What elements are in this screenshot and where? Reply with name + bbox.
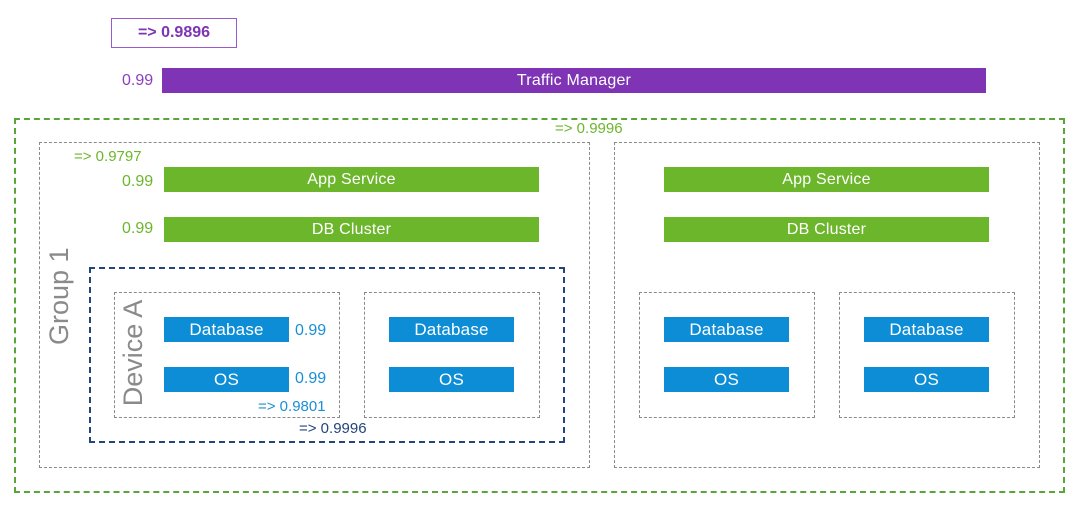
group1-cluster-result: => 0.9996	[299, 420, 367, 437]
group2-device-b-database-bar: Database	[864, 317, 989, 342]
group2-db-cluster-bar: DB Cluster	[664, 217, 989, 242]
group1-db-cluster-label: DB Cluster	[311, 220, 392, 238]
group2-frame	[614, 142, 1040, 468]
device-a-os-label: OS	[214, 369, 239, 389]
group2-device-b-os-bar: OS	[864, 367, 989, 392]
traffic-manager-bar: Traffic Manager	[162, 68, 986, 93]
group2-device-a-os-label: OS	[714, 369, 739, 389]
group2-app-service-label: App Service	[782, 170, 871, 188]
group1-app-service-bar: App Service	[164, 167, 539, 192]
group2-device-a-database-bar: Database	[664, 317, 789, 342]
outer-region-frame	[14, 118, 1065, 493]
device-b-frame	[364, 292, 540, 418]
group1-title: Group 1	[44, 247, 74, 345]
group1-app-service-value: 0.99	[122, 173, 154, 190]
group2-device-b-frame	[839, 292, 1015, 418]
device-a-title: Device A	[118, 299, 148, 407]
overall-result-text: => 0.9896	[137, 24, 211, 41]
traffic-manager-label: Traffic Manager	[516, 71, 632, 89]
device-a-database-bar: Database	[164, 317, 289, 342]
device-b-database-label: Database	[414, 319, 489, 339]
group1-app-service-label: App Service	[307, 170, 396, 188]
device-b-os-bar: OS	[389, 367, 514, 392]
group1-frame	[39, 142, 590, 468]
group2-device-a-os-bar: OS	[664, 367, 789, 392]
device-a-frame	[114, 292, 340, 418]
group2-device-a-database-label: Database	[689, 319, 764, 339]
group2-device-b-os-label: OS	[914, 369, 939, 389]
device-a-os-bar: OS	[164, 367, 289, 392]
traffic-manager-value: 0.99	[122, 72, 154, 89]
outer-region-result: => 0.9996	[555, 120, 623, 137]
group1-db-cluster-value: 0.99	[122, 220, 154, 237]
device-b-os-label: OS	[439, 369, 464, 389]
device-a-database-value: 0.99	[295, 322, 327, 339]
group2-db-cluster-label: DB Cluster	[786, 220, 867, 238]
group1-db-cluster-bar: DB Cluster	[164, 217, 539, 242]
device-a-os-value: 0.99	[295, 370, 327, 387]
device-a-database-label: Database	[189, 319, 264, 339]
device-b-database-bar: Database	[389, 317, 514, 342]
overall-result-box: => 0.9896	[111, 18, 237, 48]
device-a-result: => 0.9801	[258, 398, 326, 415]
group2-device-b-database-label: Database	[889, 319, 964, 339]
group2-device-a-frame	[639, 292, 815, 418]
group1-result: => 0.9797	[74, 148, 142, 165]
group1-cluster-frame	[89, 267, 565, 443]
group2-app-service-bar: App Service	[664, 167, 989, 192]
